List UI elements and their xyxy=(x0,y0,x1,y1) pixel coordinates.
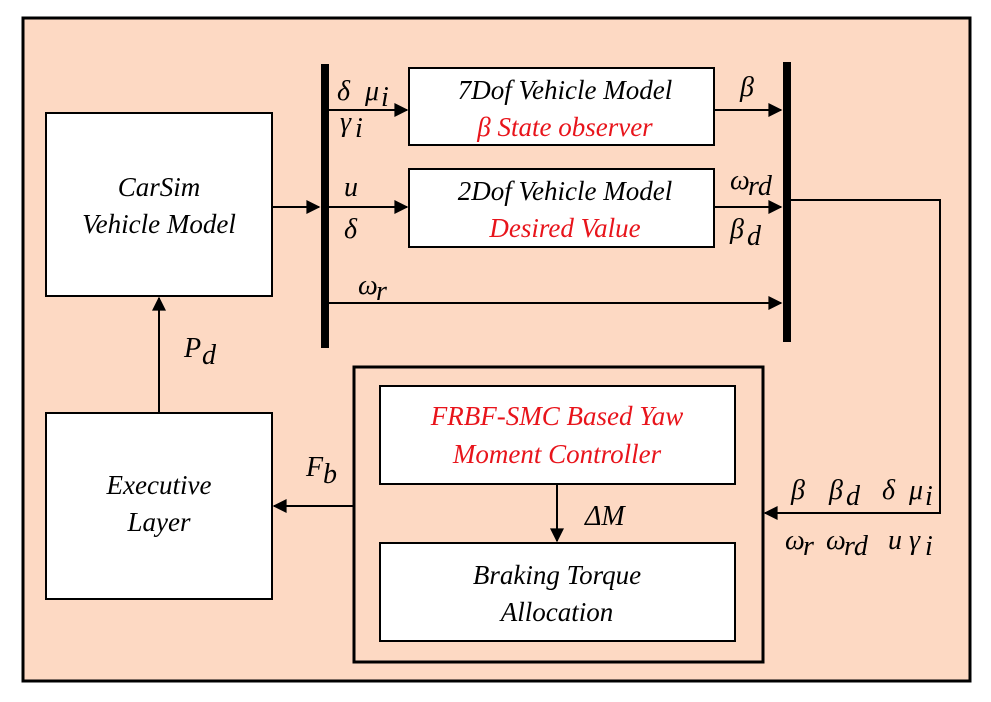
allocation-box xyxy=(379,542,736,642)
right-bus-bar xyxy=(783,62,791,342)
dof7-label-line1: 7Dof Vehicle Model xyxy=(458,75,672,105)
dof7-label-line2: β State observer xyxy=(476,112,653,142)
feedback-omega-r: ω xyxy=(785,525,805,556)
feedback-line xyxy=(763,199,941,520)
dof7-box xyxy=(408,67,715,146)
feedback-beta-d: β xyxy=(828,475,843,506)
allocation-label-line2: Allocation xyxy=(499,597,613,627)
feedback-beta: β xyxy=(790,475,805,506)
executive-layer-block: Executive Layer xyxy=(45,412,273,600)
feedback-mu: μ xyxy=(908,475,923,506)
carsim-label-line1: CarSim xyxy=(118,172,201,202)
executive-box xyxy=(45,412,273,600)
dof2-output-beta: β xyxy=(729,214,744,245)
dof7-input-mu: μ xyxy=(364,76,379,107)
fb-label-sub: b xyxy=(323,459,337,490)
carsim-box xyxy=(45,112,273,297)
executive-label-line1: Executive xyxy=(106,470,212,500)
delta-m-label: ΔM xyxy=(584,501,626,532)
omega-r-label-sub: r xyxy=(376,276,387,307)
braking-torque-allocation-block: Braking Torque Allocation xyxy=(379,542,736,642)
dof7-input-mu-sub: i xyxy=(381,82,389,113)
dof2-vehicle-model-block: 2Dof Vehicle Model Desired Value xyxy=(408,168,715,248)
feedback-omega-rd: ω xyxy=(826,525,846,556)
dof2-box xyxy=(408,168,715,248)
dof7-input-gamma: γ xyxy=(340,107,352,138)
dof7-output-beta: β xyxy=(739,72,754,103)
dof2-label-line2: Desired Value xyxy=(488,213,640,243)
fb-label: F xyxy=(305,452,324,483)
pd-label-sub: d xyxy=(202,340,217,371)
feedback-mu-sub: i xyxy=(925,481,933,512)
pd-label: P xyxy=(183,333,201,364)
dof7-vehicle-model-block: 7Dof Vehicle Model β State observer xyxy=(408,67,715,146)
feedback-u: u xyxy=(888,525,902,556)
left-bus-bar xyxy=(321,64,329,348)
feedback-delta: δ xyxy=(882,475,896,506)
feedback-gamma: γ xyxy=(909,525,921,556)
frbf-smc-controller-block: FRBF-SMC Based Yaw Moment Controller xyxy=(379,385,736,485)
dof2-output-omega-sub: rd xyxy=(748,171,773,202)
carsim-label-line2: Vehicle Model xyxy=(82,209,236,239)
dof7-input-delta: δ xyxy=(337,76,351,107)
dof2-output-omega: ω xyxy=(730,165,750,196)
carsim-vehicle-model-block: CarSim Vehicle Model xyxy=(45,112,273,297)
dof2-output-beta-sub: d xyxy=(747,221,762,252)
allocation-label-line1: Braking Torque xyxy=(473,560,641,590)
feedback-omega-r-sub: r xyxy=(803,531,814,562)
omega-r-label: ω xyxy=(358,270,378,301)
dof2-input-delta: δ xyxy=(344,214,358,245)
controller-box xyxy=(379,385,736,485)
controller-group-box xyxy=(352,365,765,664)
feedback-gamma-sub: i xyxy=(925,531,933,562)
controller-label-line1: FRBF-SMC Based Yaw xyxy=(430,401,684,431)
feedback-omega-rd-sub: rd xyxy=(844,531,869,562)
controller-label-line2: Moment Controller xyxy=(452,439,662,469)
executive-label-line2: Layer xyxy=(127,507,191,537)
dof2-input-u: u xyxy=(344,172,358,203)
feedback-beta-d-sub: d xyxy=(846,481,861,512)
dof2-label-line1: 2Dof Vehicle Model xyxy=(458,176,672,206)
dof7-input-gamma-sub: i xyxy=(355,113,363,144)
